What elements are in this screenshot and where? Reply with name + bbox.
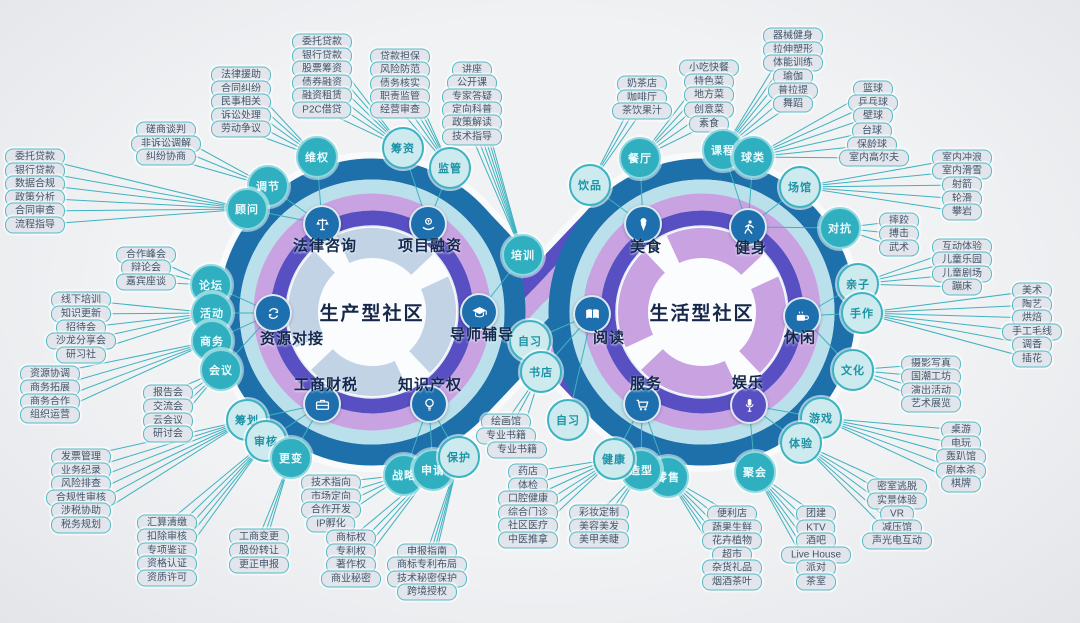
leaf-box: 组织运营: [20, 406, 80, 424]
leaf-box: 风险防范: [370, 61, 430, 79]
leaf-box: 劳动争议: [211, 120, 271, 138]
category-label-4: 工商财税: [293, 376, 359, 394]
book-icon: [573, 295, 611, 333]
leaf-box: 茶室: [796, 573, 836, 591]
node-huiyi: 会议: [200, 349, 242, 391]
leaf-box: P2C借贷: [292, 101, 352, 119]
node-guwen: 顾问: [226, 188, 268, 230]
node-duikang: 对抗: [819, 207, 861, 249]
infinity-ribbon: [212, 152, 862, 472]
node-qiulei: 球类: [732, 136, 774, 178]
leaf-box: 研讨会: [143, 425, 193, 443]
leaf-box: 经营审查: [370, 101, 430, 119]
leaf-box: 口腔健康: [498, 490, 558, 508]
leaf-box: 棋牌: [941, 475, 981, 493]
node-shouzuo: 手作: [841, 292, 883, 334]
node-tiyan: 体验: [780, 422, 822, 464]
leaf-box: 室内高尔夫: [839, 149, 909, 167]
leaf-box: 舞蹈: [773, 95, 813, 113]
leaf-box: 技术指导: [442, 128, 502, 146]
category-label-7: 阅读: [592, 329, 626, 347]
leaf-box: 专业书籍: [487, 441, 547, 459]
scales-icon: [303, 205, 341, 243]
icecream-icon: [624, 205, 662, 243]
category-label-6: 导师辅导: [449, 326, 515, 344]
leaf-box: 国潮工坊: [901, 368, 961, 386]
lightbulb-icon: [410, 385, 448, 423]
leaf-box: 更正申报: [229, 556, 289, 574]
hand-coin-icon: [409, 205, 447, 243]
node-shudian: 书店: [520, 351, 562, 393]
leaf-box: 超市: [712, 546, 752, 564]
coffee-icon: [783, 297, 821, 335]
leaf-box: 流程指导: [5, 216, 65, 234]
category-label-1: 法律咨询: [292, 237, 358, 255]
leaf-box: 讲座: [452, 61, 492, 79]
node-changguan: 场馆: [779, 166, 821, 208]
leaf-box: 声光电互动: [862, 532, 932, 550]
cart-icon: [623, 385, 661, 423]
leaf-box: 合作开发: [301, 501, 361, 519]
node-wenhua: 文化: [832, 349, 874, 391]
leaf-box: 攀岩: [942, 203, 982, 221]
leaf-box: 体能训练: [763, 54, 823, 72]
node-peixun: 培训: [502, 234, 544, 276]
category-label-8: 美食: [629, 238, 663, 256]
leaf-box: 美甲美睫: [569, 531, 629, 549]
runner-icon: [729, 208, 767, 246]
leaf-box: 茶饮果汁: [612, 102, 672, 120]
leaf-box: 烟酒茶叶: [702, 573, 762, 591]
category-label-9: 健身: [734, 239, 768, 257]
category-label-5: 知识产权: [397, 376, 463, 394]
leaf-box: 插花: [1012, 350, 1052, 368]
category-label-12: 娱乐: [731, 374, 765, 392]
mic-icon: [730, 386, 768, 424]
leaf-box: 射箭: [942, 176, 982, 194]
leaf-box: 商业秘密: [321, 570, 381, 588]
node-baohu: 保护: [438, 436, 480, 478]
grad-cap-icon: [460, 293, 498, 331]
briefcase-icon: [303, 385, 341, 423]
node-canting: 餐厅: [619, 137, 661, 179]
leaf-box: 纠纷协商: [136, 148, 196, 166]
category-label-3: 资源对接: [259, 330, 325, 348]
node-weiquan: 维权: [296, 136, 338, 178]
node-jianguan: 监管: [429, 147, 471, 189]
node-yinpin: 饮品: [569, 164, 611, 206]
leaf-box: 中医推拿: [498, 531, 558, 549]
leaf-box: 税务规划: [51, 516, 111, 534]
leaf-box: 跨境授权: [397, 583, 457, 601]
hub-title-living: 生活型社区: [649, 303, 755, 325]
leaf-box: 剧本杀: [936, 462, 986, 480]
node-jiankang: 健康: [593, 438, 635, 480]
leaf-box: 嘉宾座谈: [116, 273, 176, 291]
category-label-11: 服务: [629, 375, 663, 393]
hub-title-production: 生产型社区: [319, 303, 425, 325]
node-zixi-2: 自习: [547, 399, 589, 441]
leaf-box: 绘画馆: [481, 413, 531, 431]
leaf-box: 专业书籍: [476, 427, 536, 445]
node-juhui: 聚会: [734, 451, 776, 493]
node-chouzi: 筹资: [382, 127, 424, 169]
node-gengbian: 更变: [270, 437, 312, 479]
leaf-box: 搏击: [879, 225, 919, 243]
leaf-box: 蹦床: [942, 278, 982, 296]
category-label-2: 项目融资: [397, 237, 463, 255]
category-label-10: 休闲: [783, 329, 817, 347]
leaf-box: 武术: [879, 239, 919, 257]
sync-icon: [254, 294, 292, 332]
leaf-box: 素食: [689, 115, 729, 133]
leaf-box: 研习社: [56, 346, 106, 364]
leaf-box: 艺术展览: [901, 395, 961, 413]
leaf-box: 资质许可: [137, 569, 197, 587]
leaf-box: 诉讼处理: [211, 107, 271, 125]
node-tiaojie: 调节: [247, 165, 289, 207]
